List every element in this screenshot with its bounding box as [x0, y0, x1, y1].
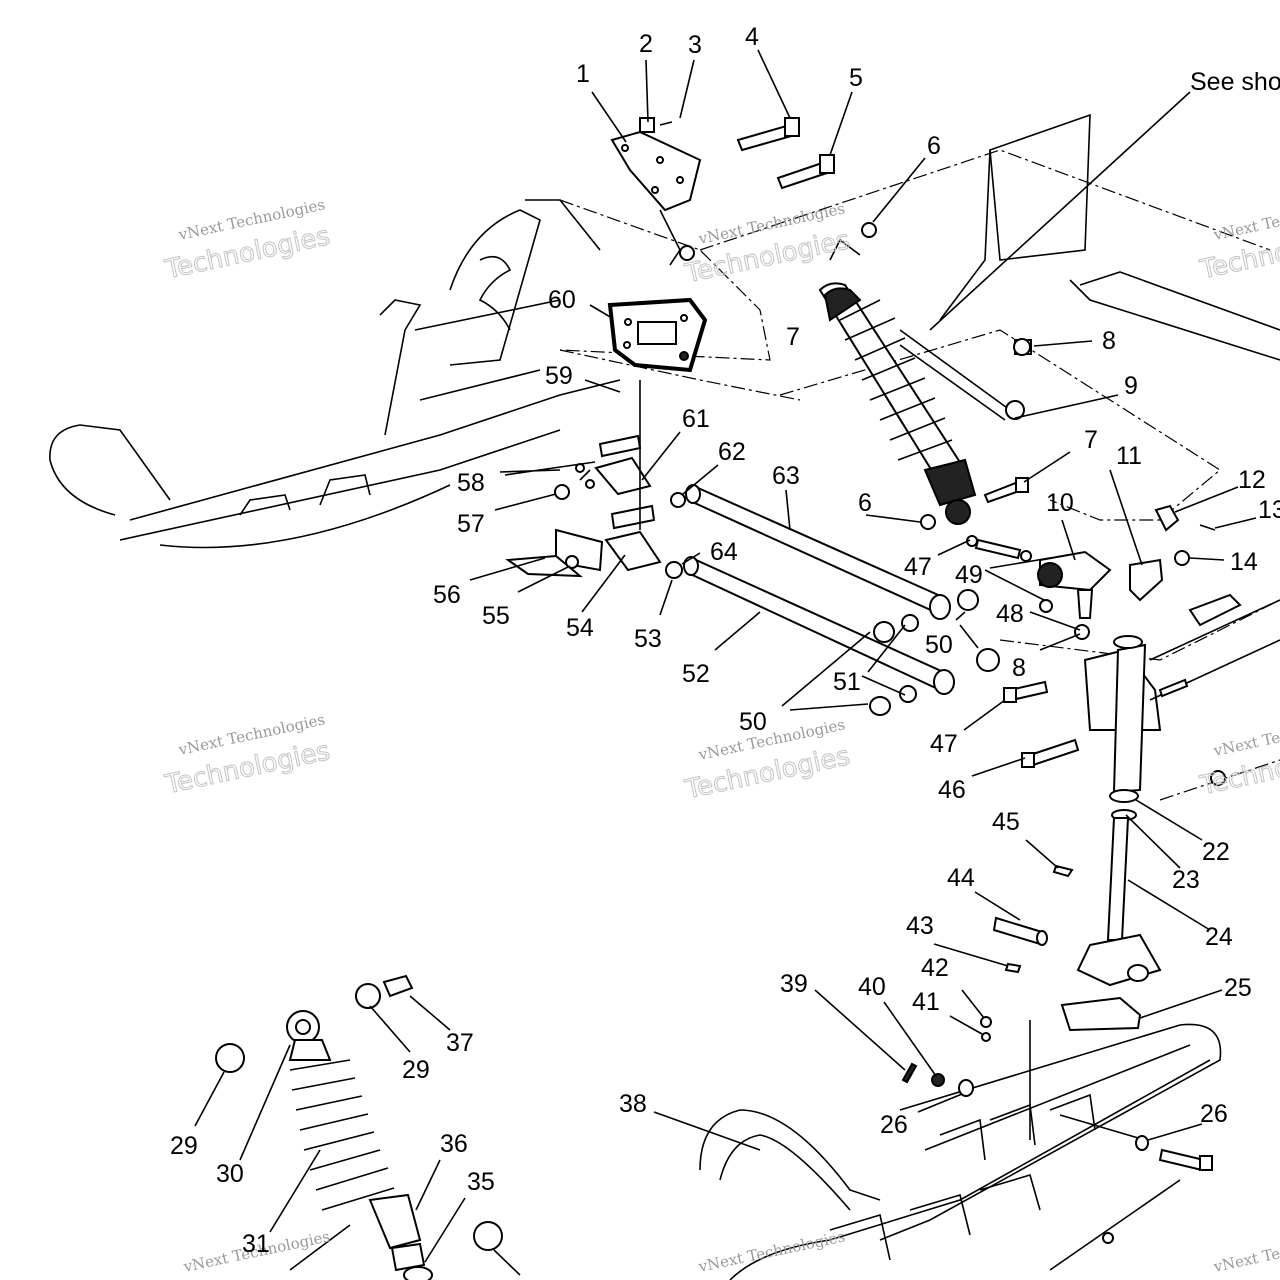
chassis-frame-outline [559, 113, 1280, 801]
bolt-parts-top [679, 117, 877, 261]
small-parts-mid [992, 864, 1074, 974]
callout-label: 63 [772, 462, 800, 490]
callout-leader-lines [194, 49, 1257, 1276]
callout-label: 3 [688, 31, 702, 59]
callout-label: 7 [1084, 426, 1098, 454]
callout-label: 6 [927, 132, 941, 160]
callout-label: 13 [1258, 496, 1280, 524]
callout-label: 61 [682, 405, 710, 433]
callout-label: 58 [457, 469, 485, 497]
watermark-text: vNext Technologies [696, 1227, 846, 1276]
callout-label: 23 [1172, 866, 1200, 894]
callout-label: 30 [216, 1160, 244, 1188]
rear-shock-part [215, 974, 503, 1280]
callout-labels: 1 2 3 4 5 6 6 7 7 8 8 9 10 11 12 13 14 2… [170, 23, 1280, 1258]
callout-label: 64 [710, 538, 738, 566]
callout-label: 1 [576, 60, 590, 88]
front-ski-part [699, 996, 1222, 1280]
callout-label: 36 [440, 1130, 468, 1158]
callout-label: 38 [619, 1090, 647, 1118]
background-ski-assembly [49, 199, 621, 549]
callout-label: 26 [1200, 1100, 1228, 1128]
callout-label: 14 [1230, 548, 1258, 576]
callout-label: 26 [880, 1111, 908, 1139]
callout-label: 31 [242, 1230, 270, 1258]
callout-label: 25 [1224, 974, 1252, 1002]
bracket-60-part [607, 297, 708, 373]
callout-label: 47 [930, 730, 958, 758]
callout-label: 55 [482, 602, 510, 630]
callout-label: 45 [992, 808, 1020, 836]
callout-label: 5 [849, 64, 863, 92]
callout-label: 52 [682, 660, 710, 688]
callout-label: 37 [446, 1029, 474, 1057]
callout-label: 50 [925, 631, 953, 659]
watermark-text: vNext Technologies [1211, 1227, 1280, 1276]
callout-label: 29 [170, 1132, 198, 1160]
mount-plate-part [610, 117, 702, 266]
spindle-part [1076, 599, 1280, 987]
callout-label: 53 [634, 625, 662, 653]
front-shock-part [818, 238, 977, 525]
callout-label: 10 [1046, 489, 1074, 517]
callout-label: 6 [858, 489, 872, 517]
callout-label: 35 [467, 1168, 495, 1196]
callout-label: 24 [1205, 923, 1233, 951]
watermark-text: vNext Technologies [1211, 195, 1280, 244]
callout-label: 12 [1238, 466, 1266, 494]
callout-label: 11 [1116, 442, 1142, 470]
callout-label: 8 [1102, 327, 1116, 355]
bushing-parts [554, 338, 1226, 786]
callout-label: 22 [1202, 838, 1230, 866]
callout-label: 8 [1012, 654, 1026, 682]
callout-label: 41 [912, 988, 940, 1016]
callout-label: 48 [996, 600, 1024, 628]
ski-fastener-parts [901, 1016, 1213, 1172]
callout-label: 42 [921, 954, 949, 982]
link-bracket-parts [505, 380, 662, 578]
callout-label: 9 [1124, 372, 1138, 400]
callout-label: 46 [938, 776, 966, 804]
callout-label: 59 [545, 362, 573, 390]
callout-label: 56 [433, 581, 461, 609]
tube-parts [683, 484, 955, 695]
callout-label: 7 [786, 323, 800, 351]
clamp-parts [1037, 504, 1242, 627]
callout-label: 2 [639, 30, 653, 58]
callout-label: 57 [457, 510, 485, 538]
callout-label: 43 [906, 912, 934, 940]
callout-label: 29 [402, 1056, 430, 1084]
watermark-text: vNext Technologies [1211, 711, 1280, 760]
callout-label: 39 [780, 970, 808, 998]
see-note-text: See sho [1190, 68, 1280, 96]
callout-label: 4 [745, 23, 759, 51]
callout-label: 50 [739, 708, 767, 736]
bolt-parts-right [966, 477, 1094, 768]
callout-label: 54 [566, 614, 594, 642]
callout-label: 49 [955, 561, 983, 589]
callout-label: 44 [947, 864, 975, 892]
callout-label: 47 [904, 553, 932, 581]
callout-label: 62 [718, 438, 746, 466]
callout-label: 40 [858, 973, 886, 1001]
callout-label: 60 [548, 286, 576, 314]
callout-label: 51 [833, 668, 861, 696]
